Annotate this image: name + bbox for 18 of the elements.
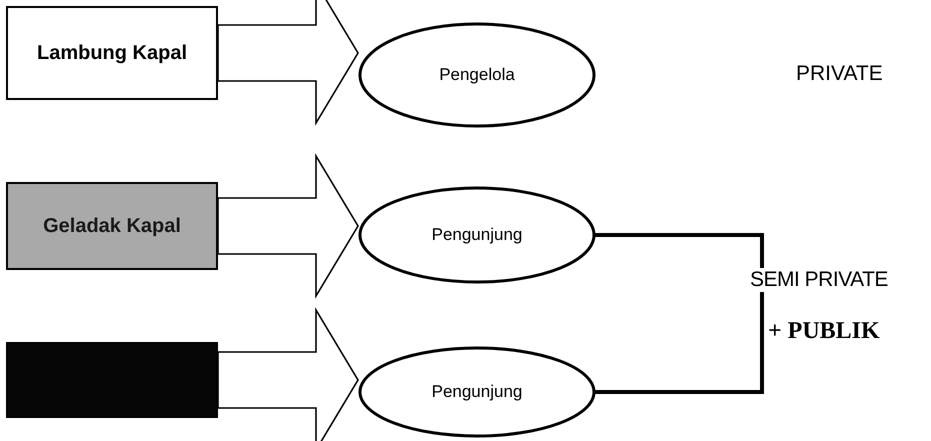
category-label: + PUBLIK	[768, 318, 880, 345]
label-box	[6, 6, 218, 100]
block-arrow	[217, 153, 359, 299]
filled-box	[6, 342, 218, 418]
node-text: Pengunjung	[432, 225, 522, 245]
category-label: SEMI PRIVATE	[748, 268, 888, 292]
node-text: Geladak Kapal	[43, 214, 181, 238]
ellipse-node	[358, 186, 596, 284]
label-box	[6, 182, 218, 270]
node-text: Pengunjung	[432, 382, 522, 402]
ellipse-node	[358, 346, 596, 438]
ellipse-node	[358, 22, 596, 128]
node-text: Lambung Kapal	[37, 40, 187, 66]
block-arrow	[217, 307, 359, 441]
bracket-line	[594, 233, 764, 394]
block-arrow	[217, 0, 359, 126]
node-text: Pengelola	[439, 65, 515, 85]
category-label: PRIVATE	[796, 62, 883, 86]
